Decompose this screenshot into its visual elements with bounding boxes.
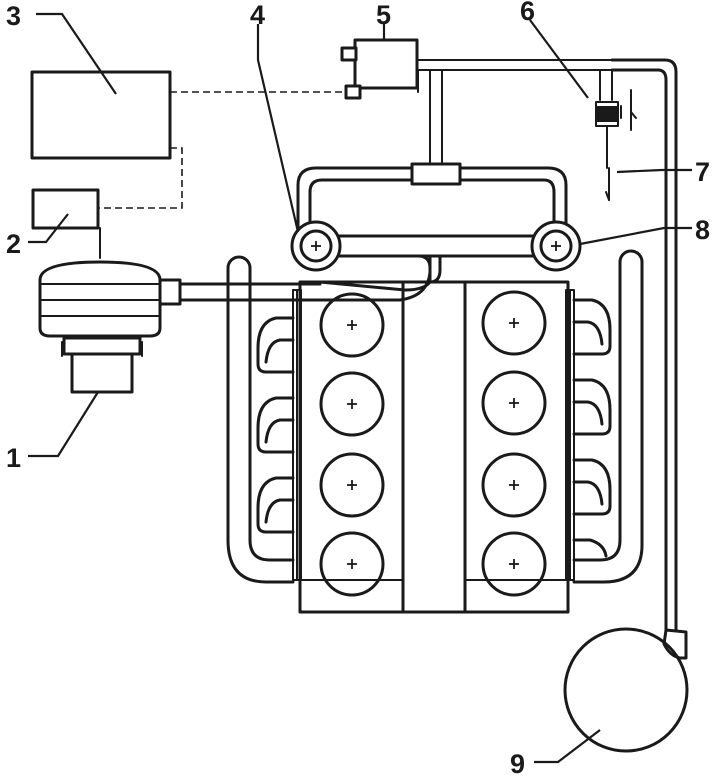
engine-block-outline: [298, 280, 570, 614]
label-7: 7: [695, 157, 710, 187]
leader-lines: [28, 12, 692, 764]
cylinder: [481, 531, 547, 597]
left-exhaust-manifold: [226, 255, 295, 584]
secondary-air-loop-pipe: [296, 162, 568, 232]
cylinder: [481, 370, 547, 436]
loop-pipe-connector: [410, 162, 462, 186]
secondary-air-pump-relay: [31, 188, 100, 230]
label-4: 4: [250, 0, 265, 30]
number-labels: 3 2 1 4 5 6 7 8 9: [6, 0, 710, 776]
label-5: 5: [376, 0, 391, 30]
cylinder: [319, 371, 385, 437]
engine-control-unit: [30, 70, 172, 160]
combination-valve-left: [290, 220, 342, 272]
non-return-valve: [595, 89, 637, 201]
label-9: 9: [510, 749, 525, 776]
label-1: 1: [6, 443, 21, 473]
cross-pipe: [176, 234, 560, 302]
secondary-air-pump: [563, 627, 689, 753]
air-pump-feed-pipe: [610, 58, 678, 632]
cylinder: [319, 452, 385, 518]
right-exhaust-manifold: [572, 249, 644, 584]
vacuum-lines: [417, 59, 613, 165]
cylinder: [319, 531, 385, 597]
label-3: 3: [6, 1, 21, 31]
cylinder: [319, 292, 385, 358]
label-6: 6: [520, 0, 535, 26]
combination-valve-right: [530, 220, 582, 272]
cylinder: [481, 290, 547, 356]
air-filter-housing: [38, 227, 182, 394]
label-8: 8: [695, 215, 710, 245]
electrical-wiring: [98, 91, 346, 209]
engine-block: [292, 280, 575, 614]
secondary-air-solenoid-valve: [340, 38, 419, 100]
label-2: 2: [6, 229, 21, 259]
cylinder: [481, 452, 547, 518]
